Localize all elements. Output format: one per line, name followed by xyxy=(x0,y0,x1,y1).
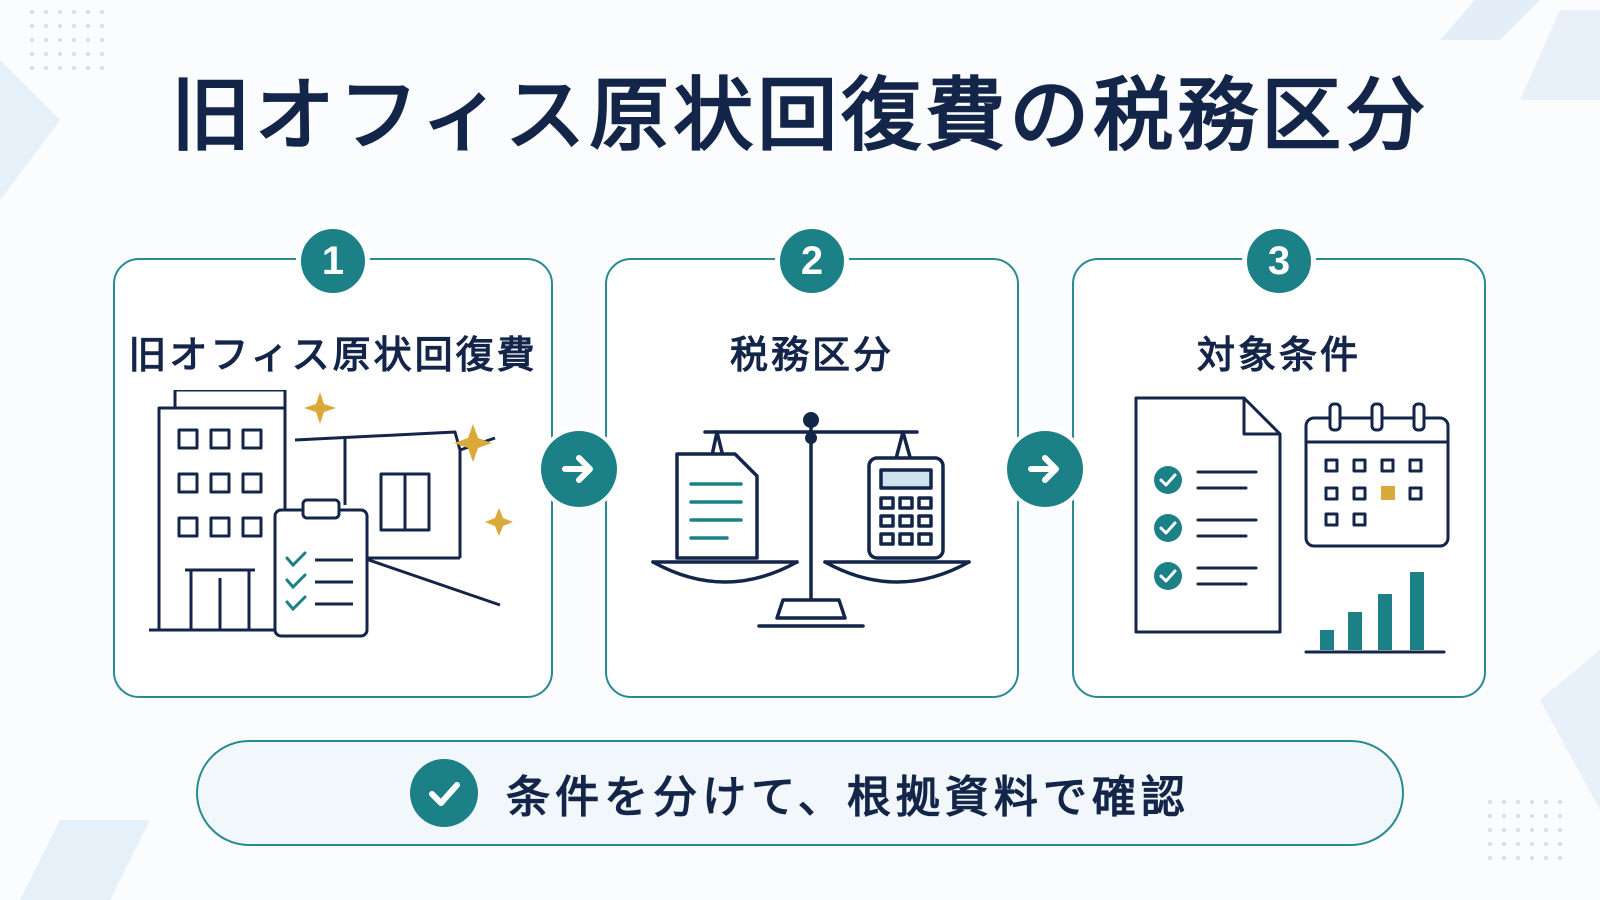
step-card-2: 2 税務区分 xyxy=(605,224,1019,698)
step-number-badge: 3 xyxy=(1242,224,1316,298)
summary-banner: 条件を分けて、根拠資料で確認 xyxy=(196,740,1404,846)
check-circle-icon xyxy=(410,759,479,827)
dot-pattern-top-left xyxy=(30,10,104,70)
summary-text: 条件を分けて、根拠資料で確認 xyxy=(506,772,1190,823)
page-title: 旧オフィス原状回復費の税務区分 xyxy=(170,69,1430,162)
step-number-badge: 1 xyxy=(296,224,370,298)
step-label: 対象条件 xyxy=(1196,333,1361,377)
building-clipboard-icon xyxy=(149,390,513,638)
step-label: 旧オフィス原状回復費 xyxy=(128,333,538,377)
checklist-calendar-chart-icon xyxy=(1134,396,1450,654)
step-card-3: 3 対象条件 xyxy=(1072,224,1486,698)
step-label: 税務区分 xyxy=(729,333,894,377)
step-number-badge: 2 xyxy=(775,224,849,298)
arrow-right-icon xyxy=(541,431,617,507)
arrow-right-icon xyxy=(1007,431,1083,507)
scale-document-calculator-icon xyxy=(651,412,971,628)
dot-pattern-bottom-right xyxy=(1488,800,1562,860)
step-card-1: 1 旧オフィス原状回復費 xyxy=(113,224,553,698)
